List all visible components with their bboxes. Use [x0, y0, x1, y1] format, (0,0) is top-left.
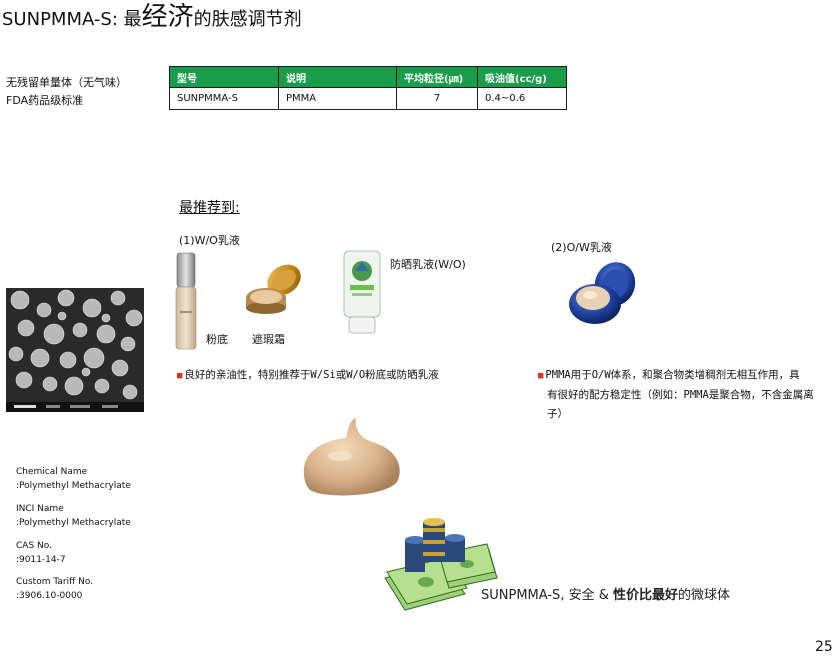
bullet-wo-text: 良好的亲油性，特别推荐于W/Si或W/O粉底或防晒乳液 [184, 369, 439, 381]
ow-emulsion-label: (2)O/W乳液 [551, 241, 612, 254]
property-label: Chemical Name [16, 467, 88, 477]
concealer-jar-icon [246, 264, 301, 314]
sunscreen-label: 防晒乳液(W/O) [390, 258, 466, 271]
wo-emulsion-label: (1)W/O乳液 [179, 234, 240, 247]
property-value: :9011-14-7 [16, 555, 66, 565]
money-stack-icon [384, 518, 498, 611]
header-description: 说明 [278, 66, 397, 88]
ow-cream-jar-icon [569, 262, 636, 324]
property-label: CAS No. [16, 541, 52, 551]
cell-model: SUNPMMA-S [169, 87, 279, 110]
sunscreen-tube-icon [343, 250, 381, 334]
sem-microspheres-icon [6, 288, 144, 412]
table-row: SUNPMMA-S PMMA 7 0.4~0.6 [169, 87, 567, 110]
property-label: Custom Tariff No. [16, 577, 94, 587]
tagline-suffix: 的微球体 [678, 588, 731, 603]
bullet-ow-line3: 子） [547, 408, 568, 420]
bullet-ow: ■PMMA用于O/W体系，和聚合物类增稠剂无相互作用，具 有很好的配方稳定性（例… [538, 366, 836, 424]
tagline: SUNPMMA-S, 安全 & 性价比最好的微球体 [481, 584, 730, 603]
tagline-bold: 性价比最好 [612, 588, 678, 603]
tagline-prefix: SUNPMMA-S, 安全 & [481, 588, 613, 603]
property-value: :Polymethyl Methacrylate [16, 481, 131, 491]
concealer-label: 遮瑕霜 [252, 333, 285, 346]
title-suffix: 的肤感调节剂 [193, 9, 302, 30]
property-value: :3906.10-0000 [16, 591, 83, 601]
title-highlight: 经济 [141, 2, 194, 32]
bullet-ow-line2: 有很好的配方稳定性（例如：PMMA是聚合物，不含金属离 [547, 389, 814, 401]
header-oil-absorption: 吸油值(cc/g) [477, 66, 567, 88]
property-cas-no: CAS No. :9011-14-7 [16, 539, 66, 567]
cell-oil-absorption: 0.4~0.6 [477, 87, 567, 110]
bullet-icon: ■ [538, 371, 544, 381]
cell-description: PMMA [278, 87, 397, 110]
spec-table-header: 型号 说明 平均粒径(㎛) 吸油值(cc/g) [169, 66, 567, 88]
note-no-residual-monomer: 无残留单量体（无气味） [6, 76, 127, 89]
bullet-ow-line1: PMMA用于O/W体系，和聚合物类增稠剂无相互作用，具 [545, 369, 800, 381]
recommend-heading: 最推荐到: [179, 200, 240, 216]
header-particle-size: 平均粒径(㎛) [396, 66, 478, 88]
spec-table: 型号 说明 平均粒径(㎛) 吸油值(cc/g) SUNPMMA-S PMMA 7… [169, 66, 567, 110]
property-inci-name: INCI Name :Polymethyl Methacrylate [16, 502, 131, 530]
property-label: INCI Name [16, 504, 64, 514]
header-model: 型号 [169, 66, 279, 88]
property-custom-tariff: Custom Tariff No. :3906.10-0000 [16, 575, 93, 603]
bullet-wo: ■良好的亲油性，特别推荐于W/Si或W/O粉底或防晒乳液 [177, 366, 439, 386]
cream-dollop-icon [303, 418, 400, 496]
page-number: 25 [815, 639, 833, 655]
note-fda-grade: FDA药品级标准 [6, 94, 84, 107]
property-value: :Polymethyl Methacrylate [16, 518, 131, 528]
cell-particle-size: 7 [396, 87, 478, 110]
property-chemical-name: Chemical Name :Polymethyl Methacrylate [16, 465, 131, 493]
bullet-icon: ■ [177, 371, 183, 381]
title-prefix: SUNPMMA-S: 最 [2, 9, 142, 30]
slide-title: SUNPMMA-S: 最经济的肤感调节剂 [2, 4, 302, 33]
foundation-bottle-icon [175, 252, 197, 350]
foundation-label: 粉底 [206, 333, 228, 346]
